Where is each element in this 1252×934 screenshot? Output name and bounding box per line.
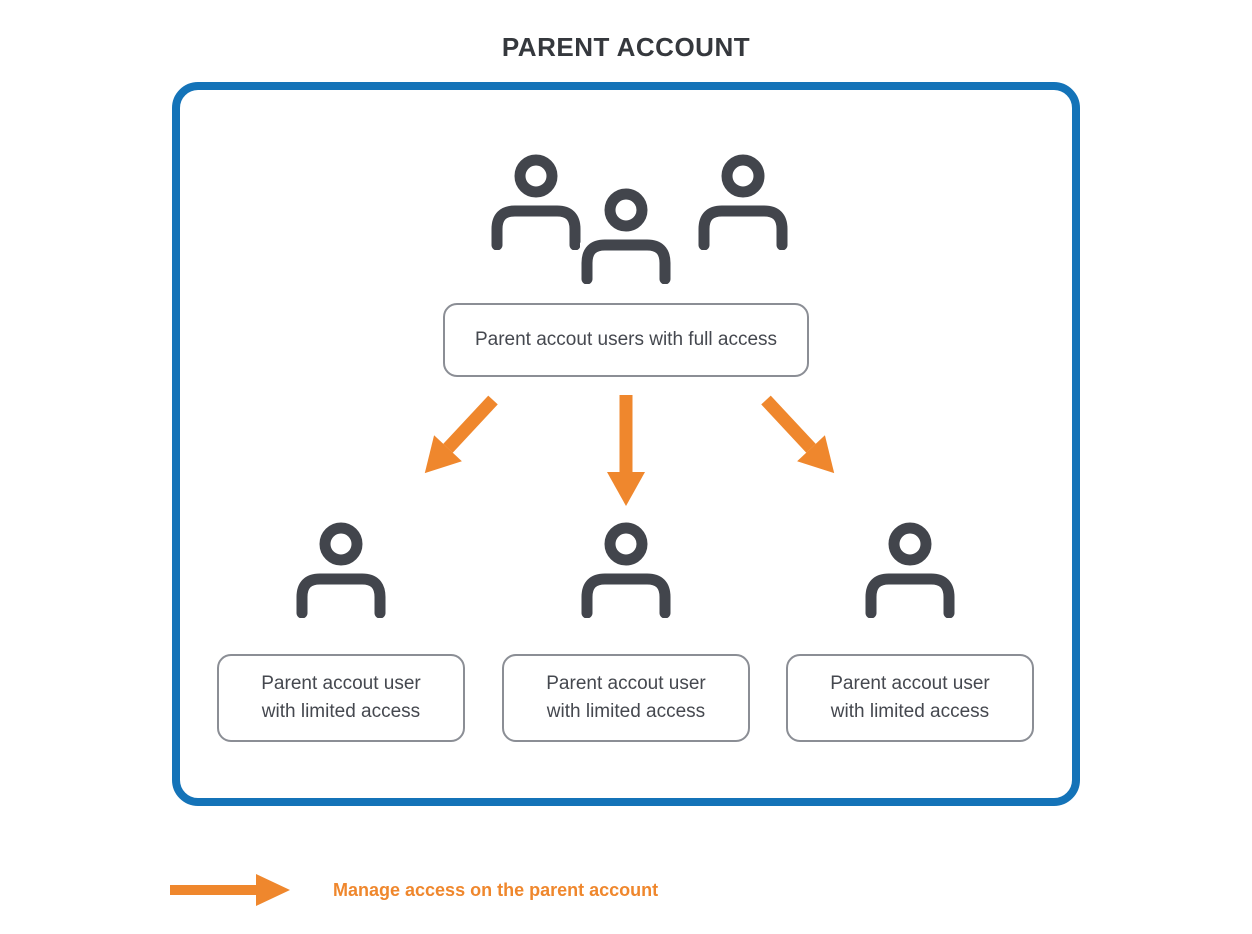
- arrow-down-right-icon: [761, 395, 835, 474]
- user-icon: [864, 518, 956, 618]
- page-title: PARENT ACCOUNT: [501, 32, 751, 62]
- child-node-label: Parent accout user with limited access: [546, 673, 706, 722]
- child-node-box: Parent accout user with limited access: [502, 654, 750, 742]
- root-node-label: Parent accout users with full access: [474, 329, 778, 351]
- child-node-label: Parent accout user with limited access: [261, 673, 421, 722]
- user-icon: [295, 518, 387, 618]
- arrow-down-left-icon: [424, 395, 498, 474]
- access-arrows: [424, 395, 835, 506]
- legend-label: Manage access on the parent account: [333, 880, 659, 900]
- arrow-down-icon: [607, 395, 645, 506]
- user-icon: [580, 518, 672, 618]
- child-node-box: Parent accout user with limited access: [786, 654, 1034, 742]
- right-arrow-icon: [170, 874, 290, 906]
- child-node-box: Parent accout user with limited access: [217, 654, 465, 742]
- child-node-label: Parent accout user with limited access: [830, 673, 990, 722]
- users-group-icon: [476, 148, 790, 288]
- legend: Manage access on the parent account: [170, 870, 870, 914]
- root-node-box: Parent accout users with full access: [443, 303, 809, 377]
